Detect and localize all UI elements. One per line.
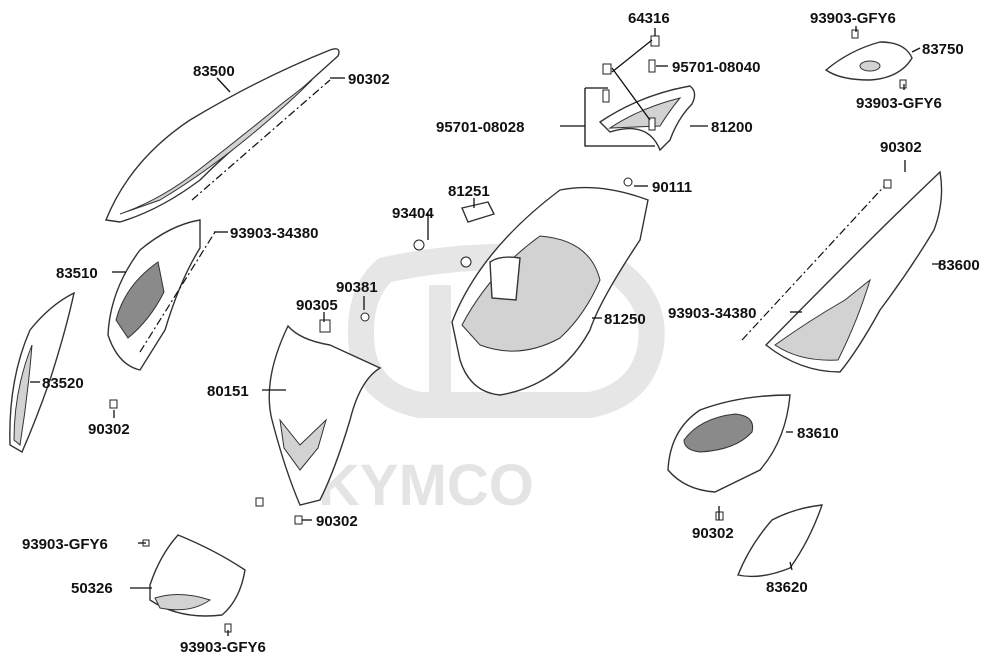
label-83600: 83600 (938, 257, 980, 274)
part-81250-box (451, 186, 649, 396)
part-81200-carrier (598, 85, 696, 152)
label-80151: 80151 (207, 383, 249, 400)
label-93903-gfy6-bottom: 93903-GFY6 (180, 639, 266, 656)
label-93903-gfy6-top: 93903-GFY6 (810, 10, 896, 27)
label-90302-bottom: 90302 (316, 513, 358, 530)
part-83750-tail (824, 41, 913, 81)
part-labels: 83500 90302 93903-34380 83510 83520 9030… (22, 10, 980, 656)
part-83500-cover (105, 48, 340, 223)
part-83620-panel (737, 504, 824, 578)
part-83510-panel (107, 219, 216, 371)
label-83610: 83610 (797, 425, 839, 442)
label-90305: 90305 (296, 297, 338, 314)
label-83620: 83620 (766, 579, 808, 596)
part-83600-cover (741, 170, 943, 373)
part-80151-cover (268, 324, 382, 506)
label-90111: 90111 (652, 179, 692, 196)
label-93903-34380-right: 93903-34380 (668, 305, 756, 322)
label-93404: 93404 (392, 205, 434, 222)
label-93903-gfy6-right: 93903-GFY6 (856, 95, 942, 112)
label-64316: 64316 (628, 10, 670, 27)
label-90302-left: 90302 (88, 421, 130, 438)
label-93903-gfy6-left: 93903-GFY6 (22, 536, 108, 553)
part-81251-lid (461, 201, 495, 223)
label-83750: 83750 (922, 41, 964, 58)
label-95701-08028: 95701-08028 (436, 119, 524, 136)
label-83500: 83500 (193, 63, 235, 80)
label-95701-08040: 95701-08040 (672, 59, 760, 76)
label-90302-right-bottom: 90302 (692, 525, 734, 542)
label-83510: 83510 (56, 265, 98, 282)
label-81200: 81200 (711, 119, 753, 136)
label-90302-right-top: 90302 (880, 139, 922, 156)
leader-lines (30, 26, 940, 636)
part-83610-panel (667, 394, 791, 493)
label-90302-top: 90302 (348, 71, 390, 88)
label-81251: 81251 (448, 183, 490, 200)
label-81250: 81250 (604, 311, 646, 328)
part-83520-strip (9, 291, 75, 454)
part-50326-panel (149, 534, 246, 617)
label-90381: 90381 (336, 279, 378, 296)
watermark-text: KYMCO (318, 453, 534, 518)
label-50326: 50326 (71, 580, 113, 597)
label-93903-34380-left: 93903-34380 (230, 225, 318, 242)
label-83520: 83520 (42, 375, 84, 392)
